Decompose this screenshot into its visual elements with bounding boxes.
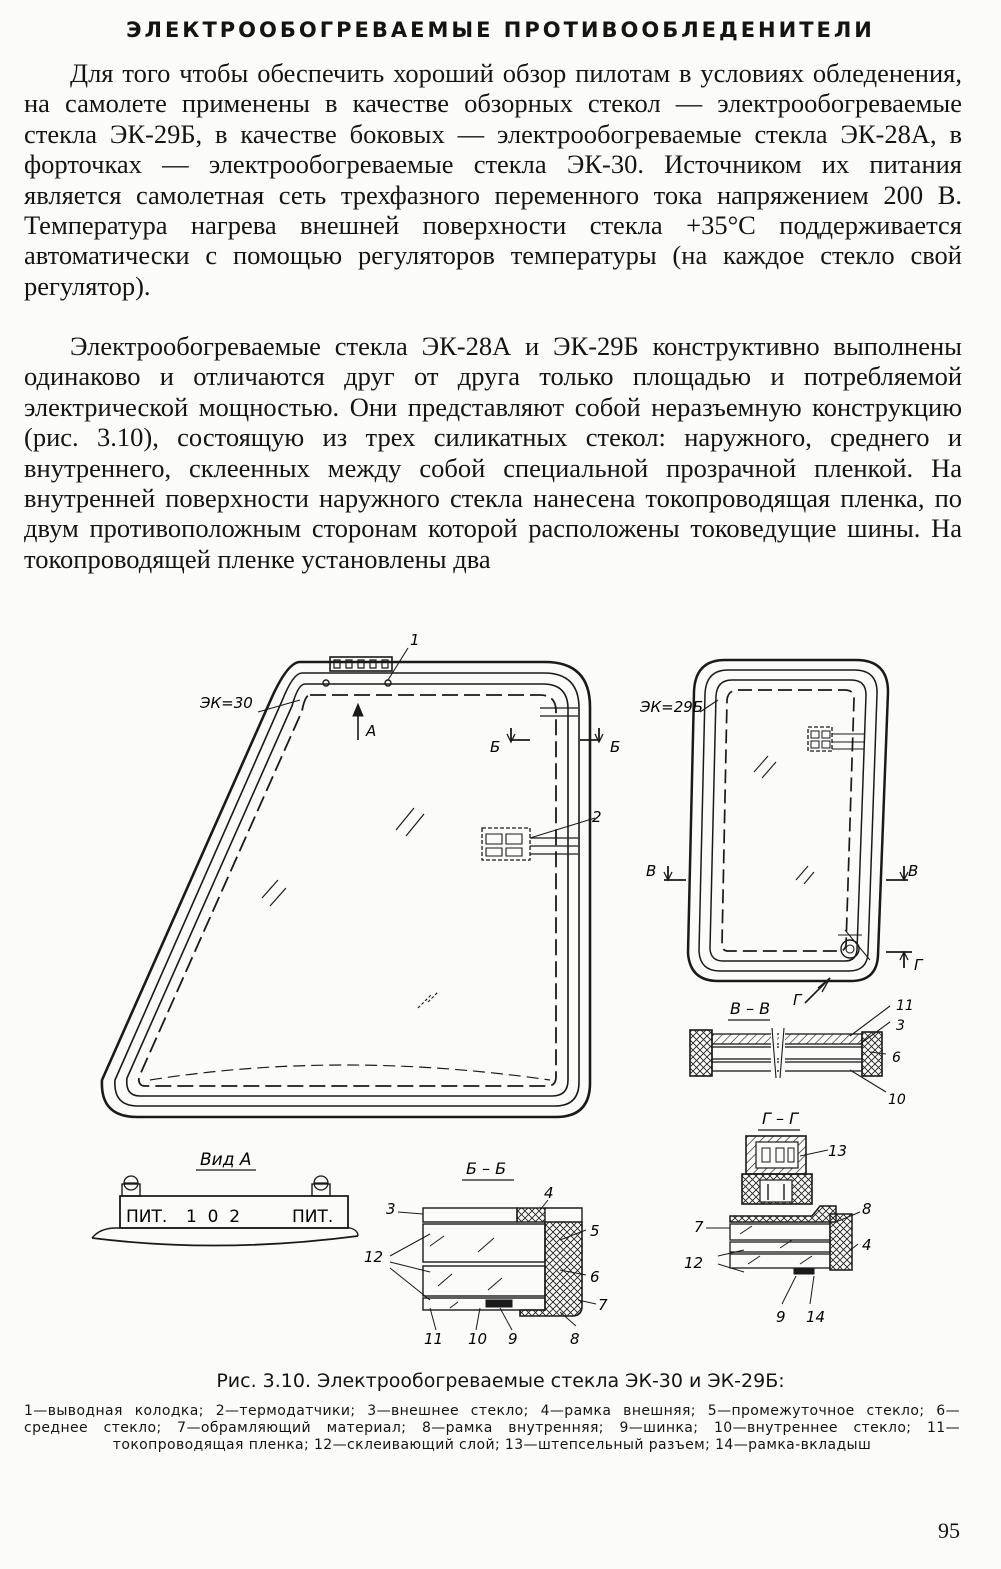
figure-3-10: ЭК=30 1 2 А Б Б ЭК=29Б В В Г Г — [91, 631, 924, 1348]
callout-4-bb: 4 — [544, 1184, 554, 1202]
callout-1: 1 — [410, 631, 420, 649]
callout-13-gg: 13 — [828, 1142, 847, 1160]
callout-2: 2 — [592, 808, 602, 826]
paragraph-2: Электрообогреваемые стекла ЭК-28А и ЭК-2… — [24, 331, 962, 574]
section-title: ЭЛЕКТРООБОГРЕВАЕМЫЕ ПРОТИВООБЛЕДЕНИТЕЛИ — [126, 18, 875, 42]
callout-6-bb: 6 — [590, 1268, 600, 1286]
callout-12-bb: 12 — [364, 1248, 383, 1266]
label-section-g-right: Г — [914, 956, 924, 974]
paragraph-1: Для того чтобы обеспечить хороший обзор … — [24, 58, 962, 301]
section-g-g — [706, 1135, 861, 1305]
view-a-title: Вид А — [200, 1150, 252, 1170]
label-section-b-right: Б — [610, 738, 620, 756]
callout-6-vv: 6 — [892, 1050, 901, 1066]
callout-11-vv: 11 — [896, 998, 914, 1014]
label-view-a-arrow: А — [365, 722, 376, 740]
callout-9-gg: 9 — [776, 1308, 786, 1326]
callout-8-gg: 8 — [862, 1200, 872, 1218]
section-g-g-title: Г – Г — [762, 1109, 799, 1128]
callout-7-gg: 7 — [694, 1218, 704, 1236]
section-v-v — [689, 1005, 891, 1093]
callout-14-gg: 14 — [806, 1308, 825, 1326]
callout-5-bb: 5 — [590, 1222, 600, 1240]
figure-legend: 1—выводная колодка; 2—термодатчики; 3—вн… — [24, 1403, 960, 1453]
label-section-b-left: Б — [490, 738, 500, 756]
ek30-glass-drawing — [100, 647, 604, 1119]
callout-10-bb: 10 — [468, 1330, 487, 1348]
section-v-v-title: В – В — [730, 999, 770, 1018]
callout-3-bb: 3 — [386, 1200, 396, 1218]
block-label-mid: 1 0 2 — [186, 1207, 240, 1227]
callout-4-gg: 4 — [862, 1236, 872, 1254]
callout-11-bb: 11 — [424, 1330, 443, 1348]
callout-7-bb: 7 — [598, 1296, 608, 1314]
label-section-g-arrow: Г — [793, 991, 803, 1009]
callout-8-bb: 8 — [570, 1330, 580, 1348]
label-ek30: ЭК=30 — [199, 694, 253, 712]
block-label-right: ПИТ. — [292, 1207, 333, 1227]
label-section-v-left: В — [646, 862, 656, 880]
section-b-b-title: Б – Б — [466, 1159, 506, 1178]
label-ek29b: ЭК=29Б — [639, 698, 703, 716]
section-b-b — [389, 1199, 597, 1331]
callout-3-vv: 3 — [896, 1018, 905, 1034]
block-label-left: ПИТ. — [126, 1207, 167, 1227]
view-a — [91, 1169, 359, 1247]
figure-caption: Рис. 3.10. Электрообогреваемые стекла ЭК… — [216, 1370, 785, 1392]
page-number: 95 — [938, 1518, 960, 1543]
ek29b-glass-drawing — [663, 658, 912, 1004]
label-section-v-right: В — [908, 862, 918, 880]
callout-10-vv: 10 — [888, 1092, 906, 1108]
callout-9-bb: 9 — [508, 1330, 518, 1348]
callout-12-gg: 12 — [684, 1254, 703, 1272]
